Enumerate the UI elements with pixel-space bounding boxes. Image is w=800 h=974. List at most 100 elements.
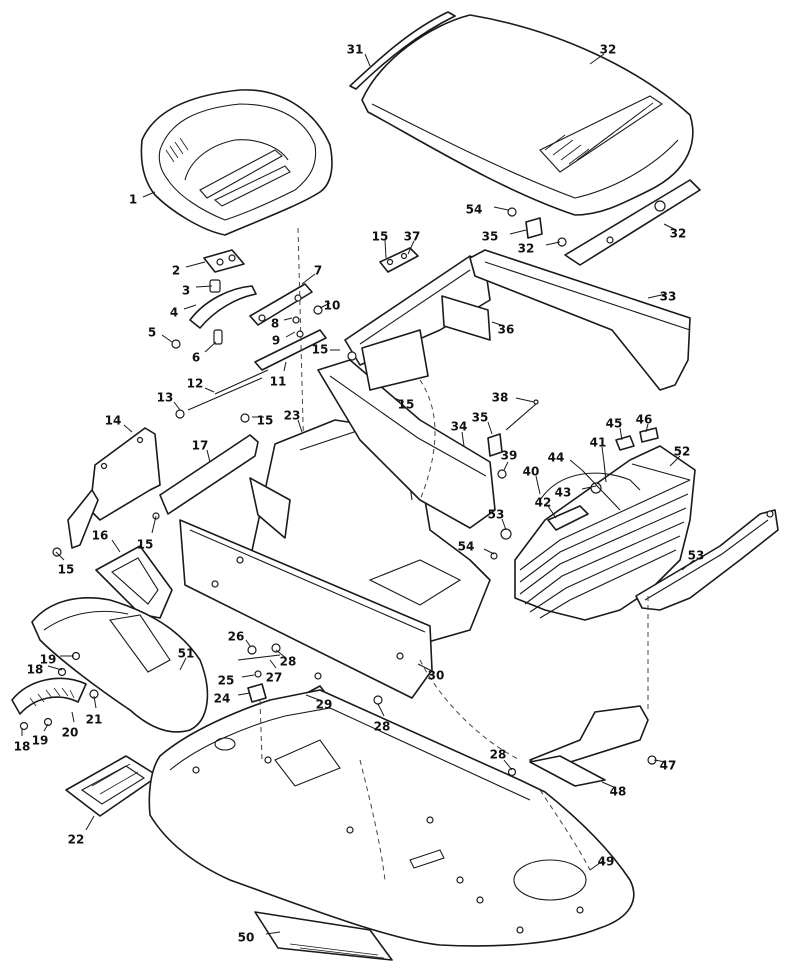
leader-line-c4 xyxy=(183,304,197,310)
leader-line-c12 xyxy=(204,387,215,393)
leader-line-c28a xyxy=(275,649,287,659)
callout-c27: 27 xyxy=(266,671,283,685)
callout-c41: 41 xyxy=(590,436,607,450)
leader-line-c48 xyxy=(601,781,617,789)
callout-c40: 40 xyxy=(523,465,540,479)
leader-line-c47 xyxy=(653,759,667,763)
leader-line-c15f xyxy=(55,551,65,561)
leader-line-c26 xyxy=(245,639,251,647)
part-32-hood xyxy=(361,14,694,216)
callout-c24: 24 xyxy=(214,692,231,706)
leader-line-c28b xyxy=(377,703,385,717)
leader-line-c44 xyxy=(569,459,583,471)
throttle-linkage xyxy=(539,427,659,531)
leader-line-c34 xyxy=(461,431,465,447)
part-34-dash-panel xyxy=(317,329,496,529)
leader-line-c16 xyxy=(111,539,121,553)
step-plate-teeth xyxy=(29,687,75,707)
callout-c18a: 18 xyxy=(27,663,44,677)
callout-c42: 42 xyxy=(535,496,552,510)
callout-c51: 51 xyxy=(178,647,195,661)
callout-c49: 49 xyxy=(598,855,615,869)
leader-line-c11 xyxy=(283,361,287,372)
callout-c48: 48 xyxy=(610,785,627,799)
callout-c45: 45 xyxy=(606,417,623,431)
callout-c30: 30 xyxy=(428,669,445,683)
callout-c32c: 32 xyxy=(670,227,687,241)
leader-line-c50 xyxy=(265,931,281,935)
callout-c28a: 28 xyxy=(280,655,297,669)
callout-c3: 3 xyxy=(182,284,190,298)
leader-line-c15e xyxy=(151,515,157,534)
callout-c33: 33 xyxy=(660,290,677,304)
leader-line-c53a xyxy=(501,518,507,531)
leader-line-c15c xyxy=(393,397,405,403)
callout-c2: 2 xyxy=(172,264,180,278)
leader-line-c27 xyxy=(269,659,277,669)
callout-c15c: 15 xyxy=(398,398,415,412)
leader-line-c7 xyxy=(301,273,316,285)
part-dash-frame xyxy=(344,255,491,366)
callout-c5: 5 xyxy=(148,326,156,340)
leader-line-c17 xyxy=(206,449,211,463)
callout-c28c: 28 xyxy=(490,748,507,762)
callout-c8: 8 xyxy=(271,317,279,331)
leader-line-c41 xyxy=(601,446,605,463)
callout-c23: 23 xyxy=(284,409,301,423)
leader-line-c35a xyxy=(509,229,527,235)
leader-line-c3 xyxy=(195,285,213,288)
callout-c46: 46 xyxy=(636,413,653,427)
callout-c18b: 18 xyxy=(14,740,31,754)
leader-line-c8 xyxy=(283,317,293,321)
callout-c54a: 54 xyxy=(466,203,483,217)
part-49-frame xyxy=(148,689,635,947)
leader-line-c1 xyxy=(142,191,156,198)
callout-c53b: 53 xyxy=(688,549,705,563)
part-20-step-plate xyxy=(11,651,99,731)
callout-c19b: 19 xyxy=(32,734,49,748)
callout-c4: 4 xyxy=(170,306,178,320)
leader-line-c52 xyxy=(669,455,681,467)
hood-louvers xyxy=(539,95,663,173)
leader-line-c54a xyxy=(493,206,509,211)
callout-c16: 16 xyxy=(92,529,109,543)
part-33-side-panel xyxy=(469,249,691,391)
callout-c39: 39 xyxy=(501,449,518,463)
leader-line-c13 xyxy=(173,401,181,411)
seat-mounting-hardware xyxy=(171,249,327,419)
leader-line-c35b xyxy=(487,421,493,435)
leader-line-c37 xyxy=(407,240,415,255)
leader-line-c6 xyxy=(204,341,217,353)
leader-line-c10 xyxy=(319,302,331,309)
callout-c11: 11 xyxy=(270,375,287,389)
callout-c7: 7 xyxy=(314,264,322,278)
leader-line-c43 xyxy=(581,485,597,490)
callout-c52: 52 xyxy=(674,445,691,459)
leader-line-c33 xyxy=(647,293,667,299)
part-16-foot-pad xyxy=(95,545,173,619)
leader-line-c22 xyxy=(85,815,95,831)
leader-line-c29 xyxy=(305,694,323,702)
callout-c10: 10 xyxy=(324,299,341,313)
callout-c29: 29 xyxy=(316,698,333,712)
leader-line-c15a xyxy=(384,239,387,259)
leader-line-c23 xyxy=(297,419,303,433)
leader-line-c25 xyxy=(241,674,255,678)
part-22-tray xyxy=(65,755,159,817)
callout-c1: 1 xyxy=(129,193,137,207)
callout-c47: 47 xyxy=(660,759,677,773)
callout-c21: 21 xyxy=(86,713,103,727)
callout-c15a: 15 xyxy=(372,230,389,244)
callout-c26: 26 xyxy=(228,630,245,644)
seat-texture xyxy=(165,137,189,163)
leader-line-c40 xyxy=(535,475,541,495)
callouts: 1234567891011121314151515151515161718181… xyxy=(14,43,705,945)
callout-c17: 17 xyxy=(192,439,209,453)
callout-c32a: 32 xyxy=(600,43,617,57)
leader-line-c28c xyxy=(503,759,513,771)
leader-line-c5 xyxy=(161,334,173,343)
callout-c13: 13 xyxy=(157,391,174,405)
callout-c38: 38 xyxy=(492,391,509,405)
leader-line-c19b xyxy=(43,723,49,732)
